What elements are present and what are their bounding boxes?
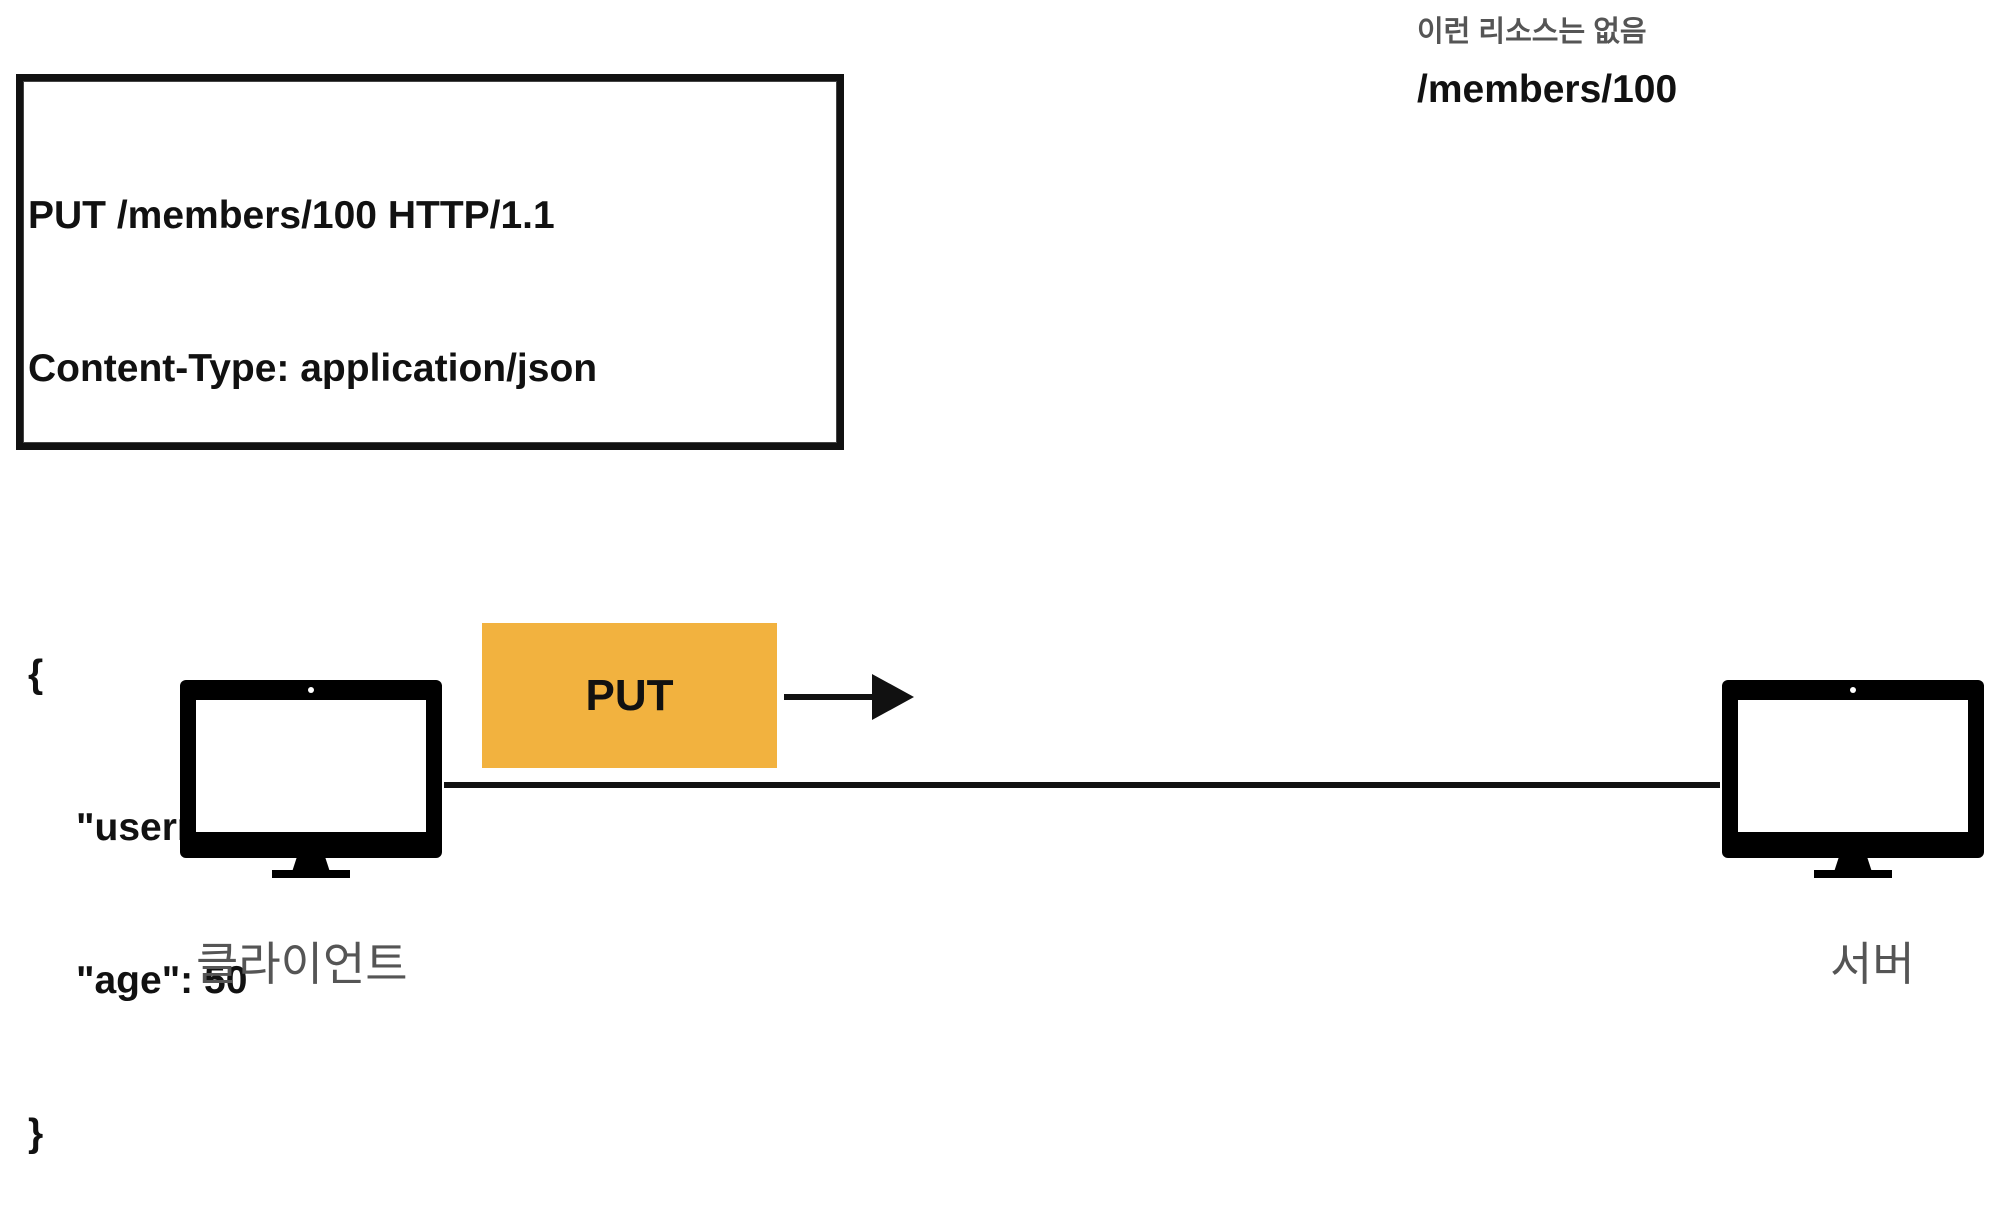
json-age-field: "age": 50 xyxy=(76,959,248,1002)
client-label: 클라이언트 xyxy=(196,938,408,990)
content-type-header: Content-Type: application/json xyxy=(28,347,598,390)
resource-path: /members/100 xyxy=(1417,68,1678,111)
server-label: 서버 xyxy=(1830,938,1915,990)
request-arrow-head xyxy=(872,674,914,720)
connection-graphics xyxy=(444,674,1720,788)
request-message-box xyxy=(16,74,844,450)
json-open-brace: { xyxy=(28,653,44,696)
put-method-box: PUT xyxy=(482,623,777,768)
put-method-label: PUT xyxy=(585,670,674,720)
request-line: PUT /members/100 HTTP/1.1 xyxy=(28,194,555,237)
resource-note: 이런 리소스는 없음 xyxy=(1417,16,1647,48)
json-close-brace: } xyxy=(28,1112,44,1155)
